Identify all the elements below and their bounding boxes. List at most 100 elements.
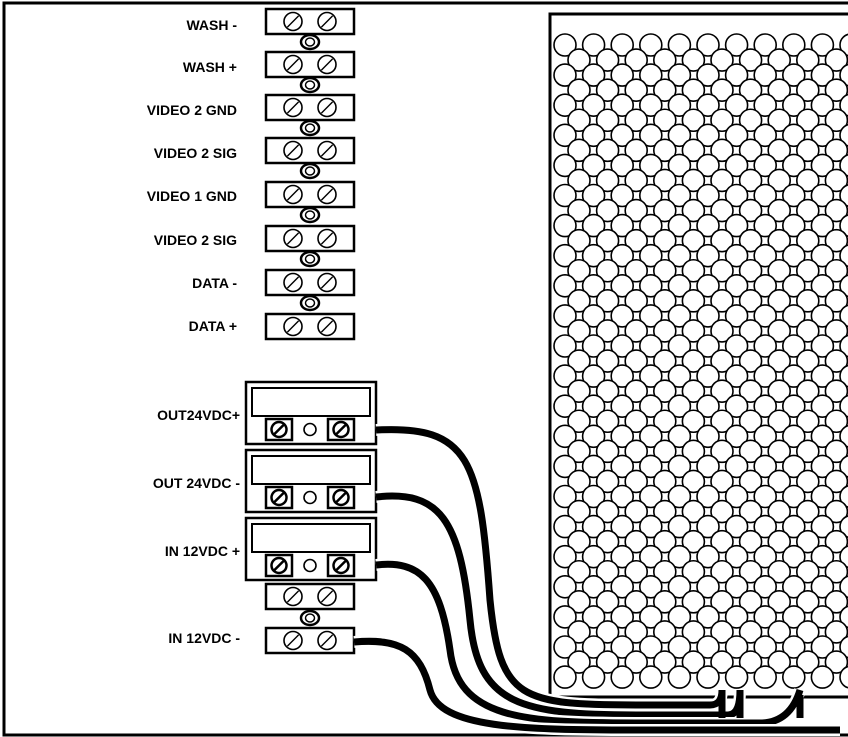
screw-slot — [286, 188, 300, 201]
vent-hole-icon — [738, 499, 763, 524]
vent-hole-icon — [610, 33, 635, 57]
vent-hole-icon — [667, 183, 692, 208]
vent-hole-icon — [696, 153, 720, 178]
vent-hole-icon — [581, 123, 606, 148]
vent-hole-icon — [696, 635, 720, 659]
vent-hole-icon — [724, 605, 749, 629]
vent-hole-icon — [624, 138, 649, 163]
vent-hole-icon — [667, 665, 692, 689]
vent-hole-icon — [610, 514, 635, 539]
vent-hole-icon — [753, 605, 778, 629]
vent-hole-icon — [753, 33, 778, 57]
vent-hole-icon — [767, 258, 792, 283]
vent-hole-icon — [781, 183, 806, 208]
vent-hole-icon — [638, 304, 663, 328]
screw-slot — [286, 144, 300, 157]
vent-hole-icon — [753, 213, 778, 238]
screw-slot — [286, 320, 300, 333]
vent-hole-icon — [724, 93, 749, 117]
vent-hole-icon — [681, 650, 706, 674]
vent-hole-icon — [581, 635, 606, 659]
screw-slot — [320, 276, 334, 289]
terminal-strip — [264, 7, 356, 655]
vent-hole-icon — [753, 394, 778, 419]
vent-hole-icon — [781, 514, 806, 539]
vent-hole-icon — [738, 319, 763, 343]
vent-hole-icon — [753, 304, 778, 328]
vent-hole-icon — [638, 424, 663, 449]
vent-hole-icon — [824, 379, 848, 403]
screw-terminal — [264, 312, 356, 341]
vent-hole-icon — [624, 289, 649, 313]
vent-hole-icon — [767, 228, 792, 253]
vent-hole-icon — [795, 620, 820, 644]
vent-hole-icon — [724, 544, 749, 569]
vent-hole-icon — [710, 138, 734, 163]
vent-hole-icon — [795, 590, 820, 614]
screw-terminal — [264, 224, 356, 253]
vent-hole-icon — [753, 153, 778, 178]
vent-hole-icon — [624, 590, 649, 614]
vent-hole-icon — [724, 635, 749, 659]
vent-hole-icon — [753, 123, 778, 148]
vent-hole-icon — [738, 650, 763, 674]
terminal-body — [264, 180, 356, 209]
vent-hole-icon — [696, 93, 720, 117]
vent-hole-icon — [681, 590, 706, 614]
vent-hole-icon — [696, 123, 720, 148]
vent-hole-icon — [810, 394, 835, 419]
vent-hole-icon — [638, 484, 663, 509]
vent-hole-icon — [810, 605, 835, 629]
vent-hole-icon — [810, 454, 835, 479]
vent-hole-icon — [581, 183, 606, 208]
vent-hole-icon — [667, 273, 692, 298]
vent-hole-icon — [710, 439, 734, 464]
screw-terminal — [264, 7, 356, 36]
vent-hole-icon — [652, 559, 677, 584]
vent-hole-icon — [781, 334, 806, 358]
vent-hole-icon — [795, 138, 820, 163]
vent-hole-icon — [738, 349, 763, 373]
power-terminal-block — [244, 448, 378, 514]
vent-hole-icon — [781, 123, 806, 148]
vent-hole-icon — [696, 665, 720, 689]
vent-hole-icon — [724, 334, 749, 358]
terminal-body — [264, 582, 356, 611]
vent-hole-icon — [553, 364, 577, 388]
vent-hole-icon — [767, 289, 792, 313]
label-out-24vdc-minus: OUT 24VDC - — [153, 475, 240, 491]
vent-hole-icon — [595, 228, 620, 253]
screw-terminal — [264, 93, 356, 122]
vent-hole-icon — [824, 529, 848, 554]
vent-hole-icon — [681, 108, 706, 133]
vent-hole-icon — [696, 304, 720, 328]
vent-hole-icon — [652, 409, 677, 434]
vent-hole-icon — [710, 650, 734, 674]
vent-hole-icon — [652, 439, 677, 464]
vent-hole-icon — [610, 605, 635, 629]
vent-hole-icon — [710, 319, 734, 343]
vent-hole-icon — [795, 289, 820, 313]
vent-hole-icon — [595, 198, 620, 223]
vent-hole-icon — [581, 213, 606, 238]
vent-hole-icon — [553, 665, 577, 689]
vent-hole-icon — [738, 559, 763, 584]
vent-hole-icon — [553, 484, 577, 509]
vent-hole-icon — [667, 63, 692, 87]
vent-hole-icon — [824, 258, 848, 283]
terminal-body — [264, 50, 356, 79]
vent-hole-icon — [781, 153, 806, 178]
screw-slot — [286, 101, 300, 114]
vent-hole-icon — [610, 123, 635, 148]
label-out24vdc-plus: OUT24VDC+ — [157, 407, 240, 423]
vent-hole-icon — [624, 529, 649, 554]
vent-hole-icon — [581, 33, 606, 57]
vent-hole-icon — [610, 153, 635, 178]
vent-hole-icon — [710, 198, 734, 223]
vent-hole-icon — [753, 273, 778, 298]
vent-hole-icon — [753, 424, 778, 449]
vent-hole-icon — [696, 33, 720, 57]
cable-icon — [353, 637, 840, 734]
terminal-body — [264, 7, 356, 36]
